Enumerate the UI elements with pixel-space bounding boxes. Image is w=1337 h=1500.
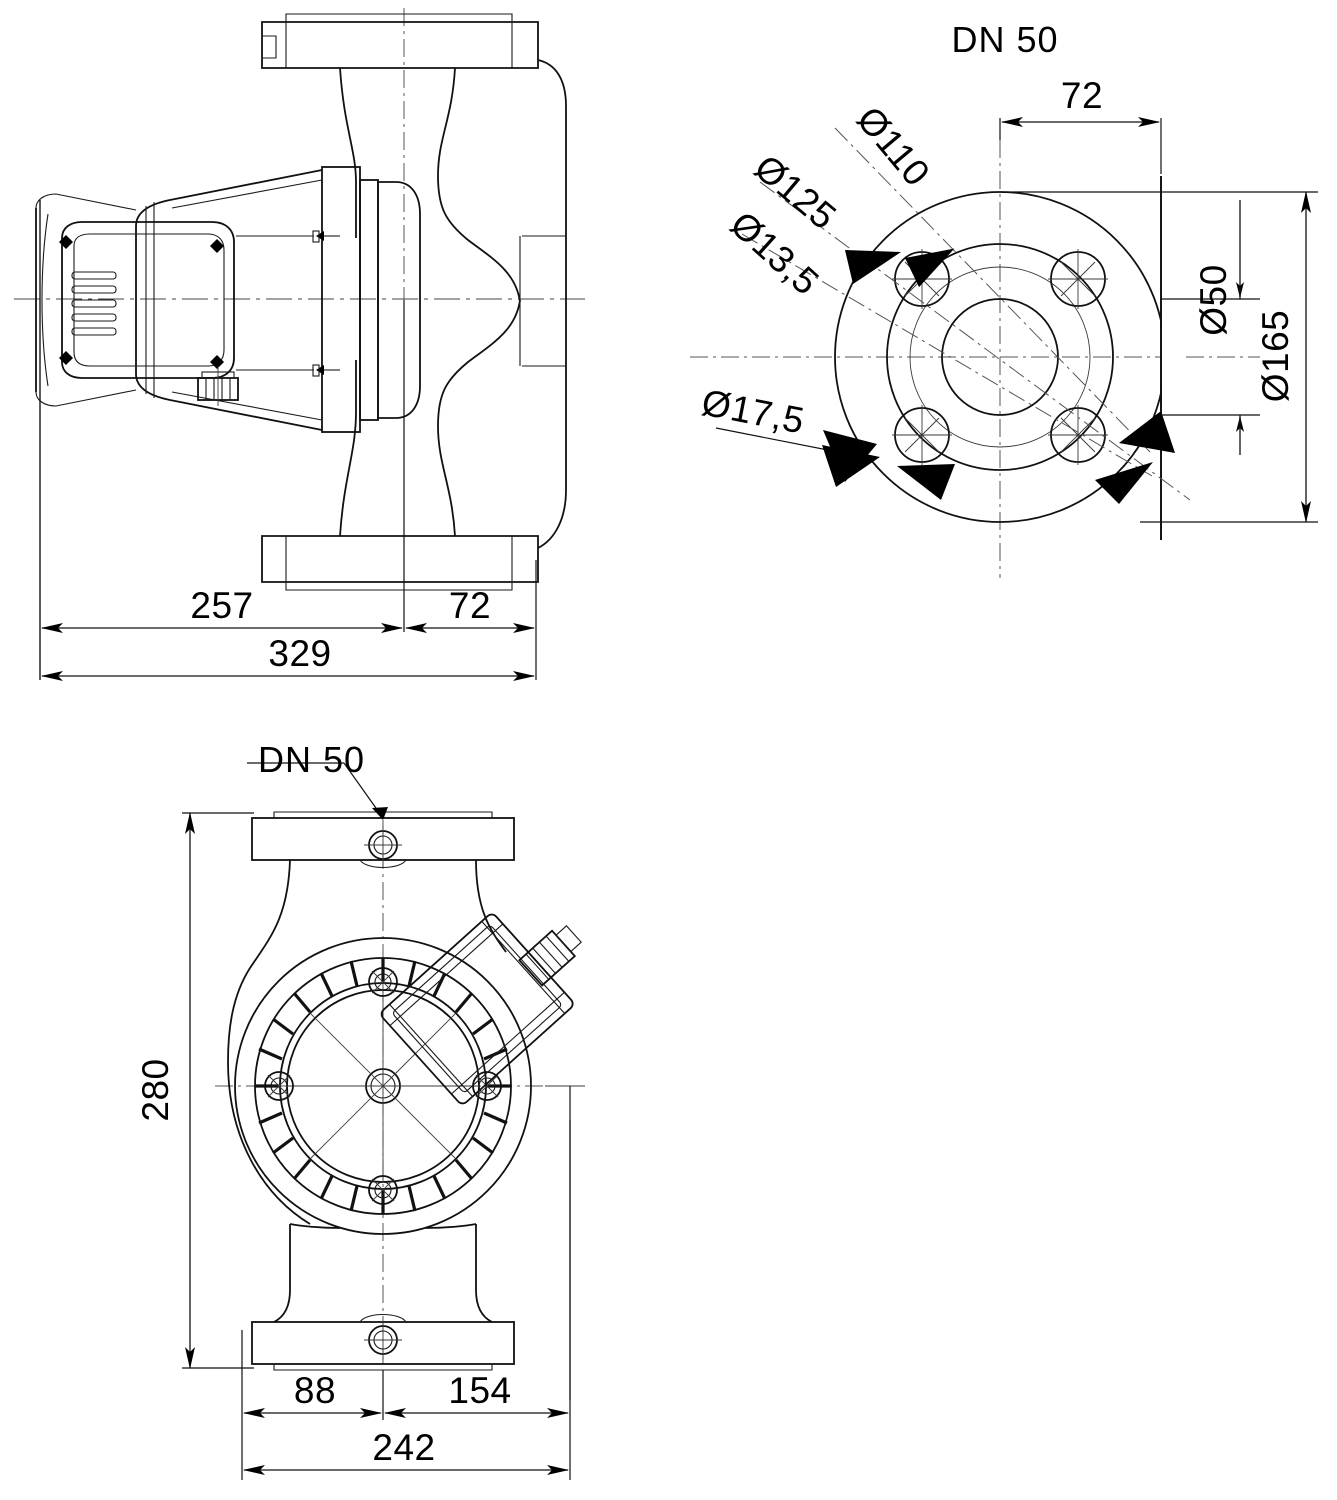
pump-neck-left: [339, 67, 357, 238]
dim-d165: Ø165: [1255, 310, 1296, 403]
flange-d165-dim: Ø165: [1000, 191, 1318, 523]
pump-neck-left-lower: [339, 360, 357, 537]
front-volute-left-upper: [227, 859, 291, 1063]
flange-raised-face: [909, 266, 1091, 448]
motor-mounting-bolts: [264, 967, 502, 1205]
front-volute-left-lower: [227, 1061, 311, 1225]
dim-72-flange: 72: [1061, 75, 1103, 116]
dim-257: 257: [190, 585, 253, 626]
pump-volute-upper-right: [437, 67, 521, 303]
flange-bolt-circle-125: [886, 243, 1114, 471]
front-view-dimensions: 280 88 154 242: [135, 812, 571, 1480]
dim-329: 329: [268, 633, 331, 674]
dim-242: 242: [372, 1427, 435, 1468]
front-leg-left-top: [289, 1223, 341, 1229]
pump-volute-lower-right: [437, 299, 521, 537]
motor-flange-bolts: [236, 230, 340, 377]
dim-72-side: 72: [449, 585, 491, 626]
top-flange: [261, 13, 539, 69]
motor-outer-circle: [234, 937, 532, 1235]
front-motor: [234, 937, 532, 1235]
front-leg-right-top: [425, 1223, 477, 1229]
terminal-box-screws: [59, 235, 224, 369]
dim-154: 154: [448, 1370, 511, 1411]
motor-housing: [35, 169, 323, 431]
dim-d50: Ø50: [1193, 264, 1234, 335]
side-view-group: 257 72 329: [14, 8, 585, 681]
front-dn50-callout: DN 50: [247, 739, 388, 820]
flange-view-title: DN 50: [951, 19, 1058, 60]
front-volute-right-upper: [475, 859, 507, 953]
bolt-hole: [1048, 405, 1108, 465]
front-leg-left: [273, 1224, 291, 1323]
bolt-hole: [892, 405, 952, 465]
motor-cooling-fins: [255, 958, 511, 1214]
front-terminal-box: [380, 913, 582, 1105]
dim-88: 88: [294, 1370, 336, 1411]
motor-spokes: [287, 990, 479, 1182]
pump-body-outer-right: [537, 59, 567, 549]
dim-280: 280: [135, 1058, 176, 1121]
motor-can: [377, 181, 421, 419]
bottom-flange: [261, 535, 539, 591]
bolt-hole: [1048, 249, 1108, 309]
side-view-dimensions: 257 72 329: [39, 200, 537, 681]
dn50-callout-label: DN 50: [258, 739, 365, 780]
front-leg-right: [475, 1224, 493, 1323]
flange-diagonal-leaders: [715, 127, 1191, 504]
flange-72-dim: 72: [999, 75, 1162, 174]
terminal-box: [59, 221, 239, 406]
front-view-group: DN 50 280 88 154 242: [135, 739, 585, 1480]
terminal-box-vents: [71, 271, 117, 336]
flange-d50-dim: Ø50: [1161, 200, 1260, 455]
cable-gland: [197, 366, 239, 406]
